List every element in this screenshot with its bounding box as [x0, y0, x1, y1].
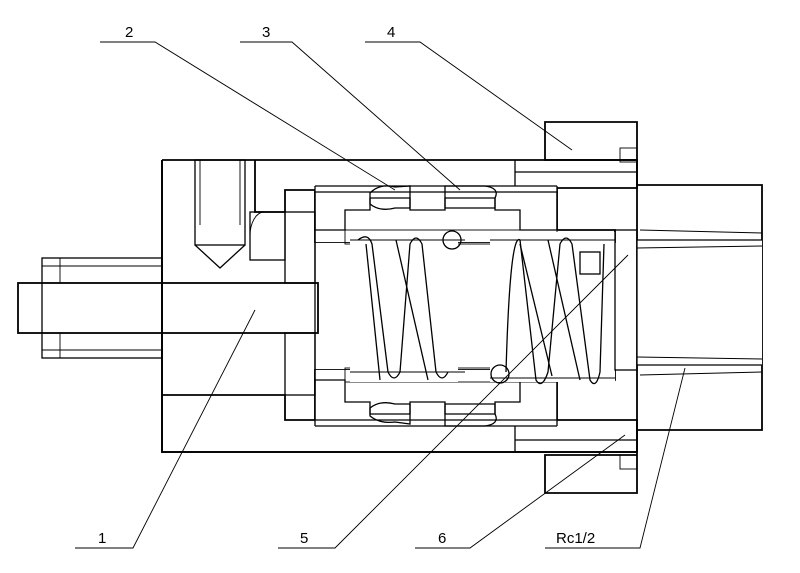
seal-ring-3-top [444, 185, 497, 209]
outer-nut-part [544, 121, 763, 494]
callout-3: 3 [262, 24, 270, 41]
coil-spring-right [490, 232, 615, 385]
valve-plate-part [579, 229, 638, 371]
callout-2: 2 [125, 24, 133, 41]
callout-6: 6 [438, 530, 446, 547]
piston-rod-part [17, 211, 319, 396]
seal-ring-2-top [369, 185, 411, 210]
callout-labels: 1 2 3 4 5 6 Rc1/2 [98, 24, 595, 547]
coil-spring-left [350, 230, 465, 382]
callout-thread-rc12: Rc1/2 [556, 530, 595, 547]
leader-lines [75, 41, 686, 549]
seal-ring-bottom-right [444, 403, 497, 427]
callout-1: 1 [98, 530, 106, 547]
callout-5: 5 [300, 530, 308, 547]
upper-port [194, 159, 286, 269]
callout-4: 4 [387, 24, 395, 41]
seal-ring-bottom-left [369, 402, 411, 425]
